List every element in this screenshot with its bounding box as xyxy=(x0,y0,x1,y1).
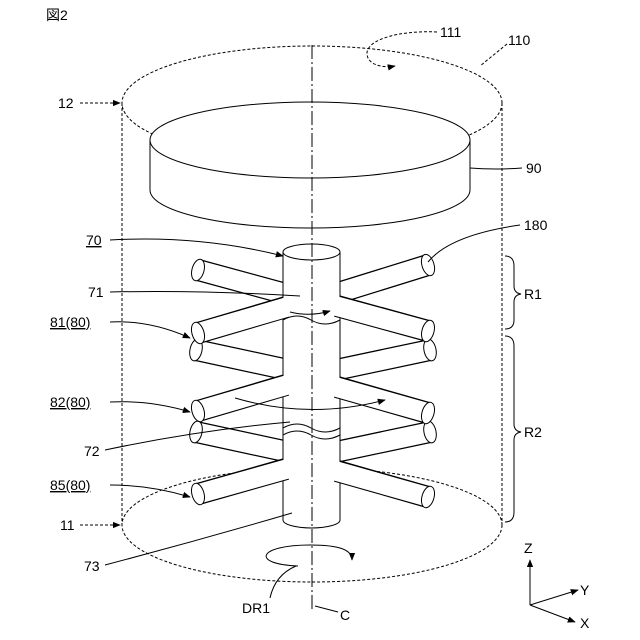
leader-90 xyxy=(470,168,522,169)
x-axis-arrow xyxy=(530,605,575,622)
label-73: 73 xyxy=(84,558,100,574)
tube-front-82-left xyxy=(189,385,287,423)
coordinate-axes: Z Y X xyxy=(524,540,590,631)
label-72: 72 xyxy=(84,443,100,459)
rotation-arrow-dr1 xyxy=(266,545,352,566)
label-180: 180 xyxy=(524,217,548,233)
label-82: 82(80) xyxy=(50,394,90,410)
label-81: 81(80) xyxy=(50,314,90,330)
tube-front-85-left xyxy=(189,469,287,506)
label-r1: R1 xyxy=(524,286,542,302)
label-r2: R2 xyxy=(524,424,542,440)
label-85: 85(80) xyxy=(50,477,90,493)
label-90: 90 xyxy=(526,160,542,176)
label-dr1: DR1 xyxy=(242,600,270,616)
tube-front-85-right xyxy=(336,471,437,509)
tube-front-82-right xyxy=(336,387,437,425)
z-axis-label: Z xyxy=(524,540,533,556)
disk-top-face xyxy=(150,102,470,178)
y-axis-arrow xyxy=(530,590,578,605)
label-11: 11 xyxy=(60,517,75,533)
bracket-r2 xyxy=(505,336,521,522)
label-70: 70 xyxy=(86,232,102,248)
bracket-r1 xyxy=(505,256,521,329)
leader-110 xyxy=(480,44,507,66)
x-axis-label: X xyxy=(580,615,590,631)
tube-front-81-right xyxy=(336,306,437,343)
label-12: 12 xyxy=(58,95,74,111)
disk xyxy=(150,102,470,228)
tube-front-81-left xyxy=(189,307,287,345)
label-111: 111 xyxy=(440,24,461,40)
leader-70 xyxy=(110,239,283,256)
leader-73 xyxy=(105,513,292,565)
leader-c xyxy=(315,606,338,612)
figure-label: 図2 xyxy=(46,7,68,23)
label-110: 110 xyxy=(508,32,531,48)
y-axis-label: Y xyxy=(580,582,590,598)
label-71: 71 xyxy=(88,284,104,300)
label-c: C xyxy=(340,607,350,623)
leader-dr1 xyxy=(270,566,296,598)
